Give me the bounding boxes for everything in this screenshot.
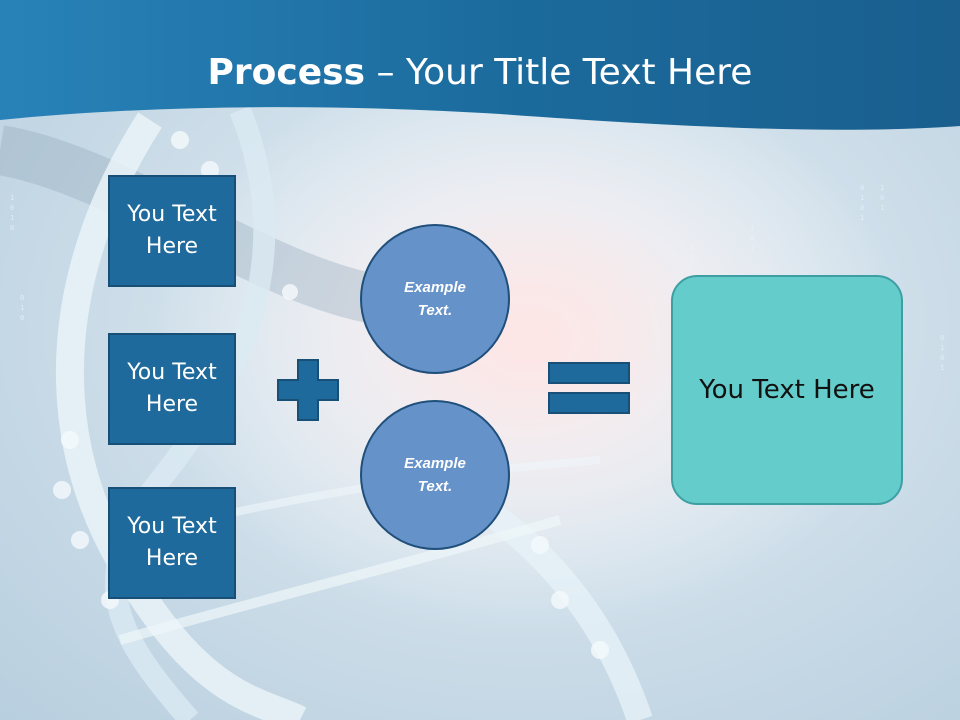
svg-text:1: 1 <box>20 304 24 312</box>
input-box-3: You Text Here <box>108 487 236 599</box>
svg-text:0: 0 <box>10 204 14 212</box>
svg-text:0: 0 <box>940 334 944 342</box>
svg-text:1: 1 <box>750 224 754 232</box>
svg-text:0: 0 <box>880 194 884 202</box>
svg-text:1: 1 <box>940 344 944 352</box>
svg-text:1: 1 <box>750 244 754 252</box>
input-box-2: You Text Here <box>108 333 236 445</box>
input-box-1: You Text Here <box>108 175 236 287</box>
svg-text:0: 0 <box>940 354 944 362</box>
svg-text:1: 1 <box>880 204 884 212</box>
example-circle-2: Example Text. <box>360 400 510 550</box>
circle-label: Example Text. <box>404 279 466 319</box>
input-box-label: You Text Here <box>127 202 217 259</box>
svg-text:1: 1 <box>10 194 14 202</box>
example-circle-1: Example Text. <box>360 224 510 374</box>
svg-text:1: 1 <box>10 214 14 222</box>
title-rest-part: – Your Title Text Here <box>365 52 753 93</box>
input-box-label: You Text Here <box>127 514 217 571</box>
header-band <box>0 0 960 130</box>
circle-label: Example Text. <box>404 455 466 495</box>
title-bold-part: Process <box>207 52 366 93</box>
result-label: You Text Here <box>699 375 875 405</box>
svg-text:0: 0 <box>860 184 864 192</box>
slide-title: Process – Your Title Text Here <box>0 52 960 93</box>
svg-text:0: 0 <box>750 234 754 242</box>
input-box-label: You Text Here <box>127 360 217 417</box>
svg-text:0: 0 <box>690 244 694 252</box>
svg-text:1: 1 <box>880 184 884 192</box>
svg-text:0: 0 <box>10 224 14 232</box>
svg-text:0: 0 <box>20 294 24 302</box>
result-box: You Text Here <box>671 275 903 505</box>
svg-text:1: 1 <box>860 214 864 222</box>
svg-text:1: 1 <box>690 254 694 262</box>
svg-text:0: 0 <box>860 204 864 212</box>
plus-icon <box>277 359 339 421</box>
equals-icon <box>548 362 630 414</box>
svg-text:1: 1 <box>940 364 944 372</box>
svg-text:0: 0 <box>20 314 24 322</box>
svg-text:1: 1 <box>860 194 864 202</box>
